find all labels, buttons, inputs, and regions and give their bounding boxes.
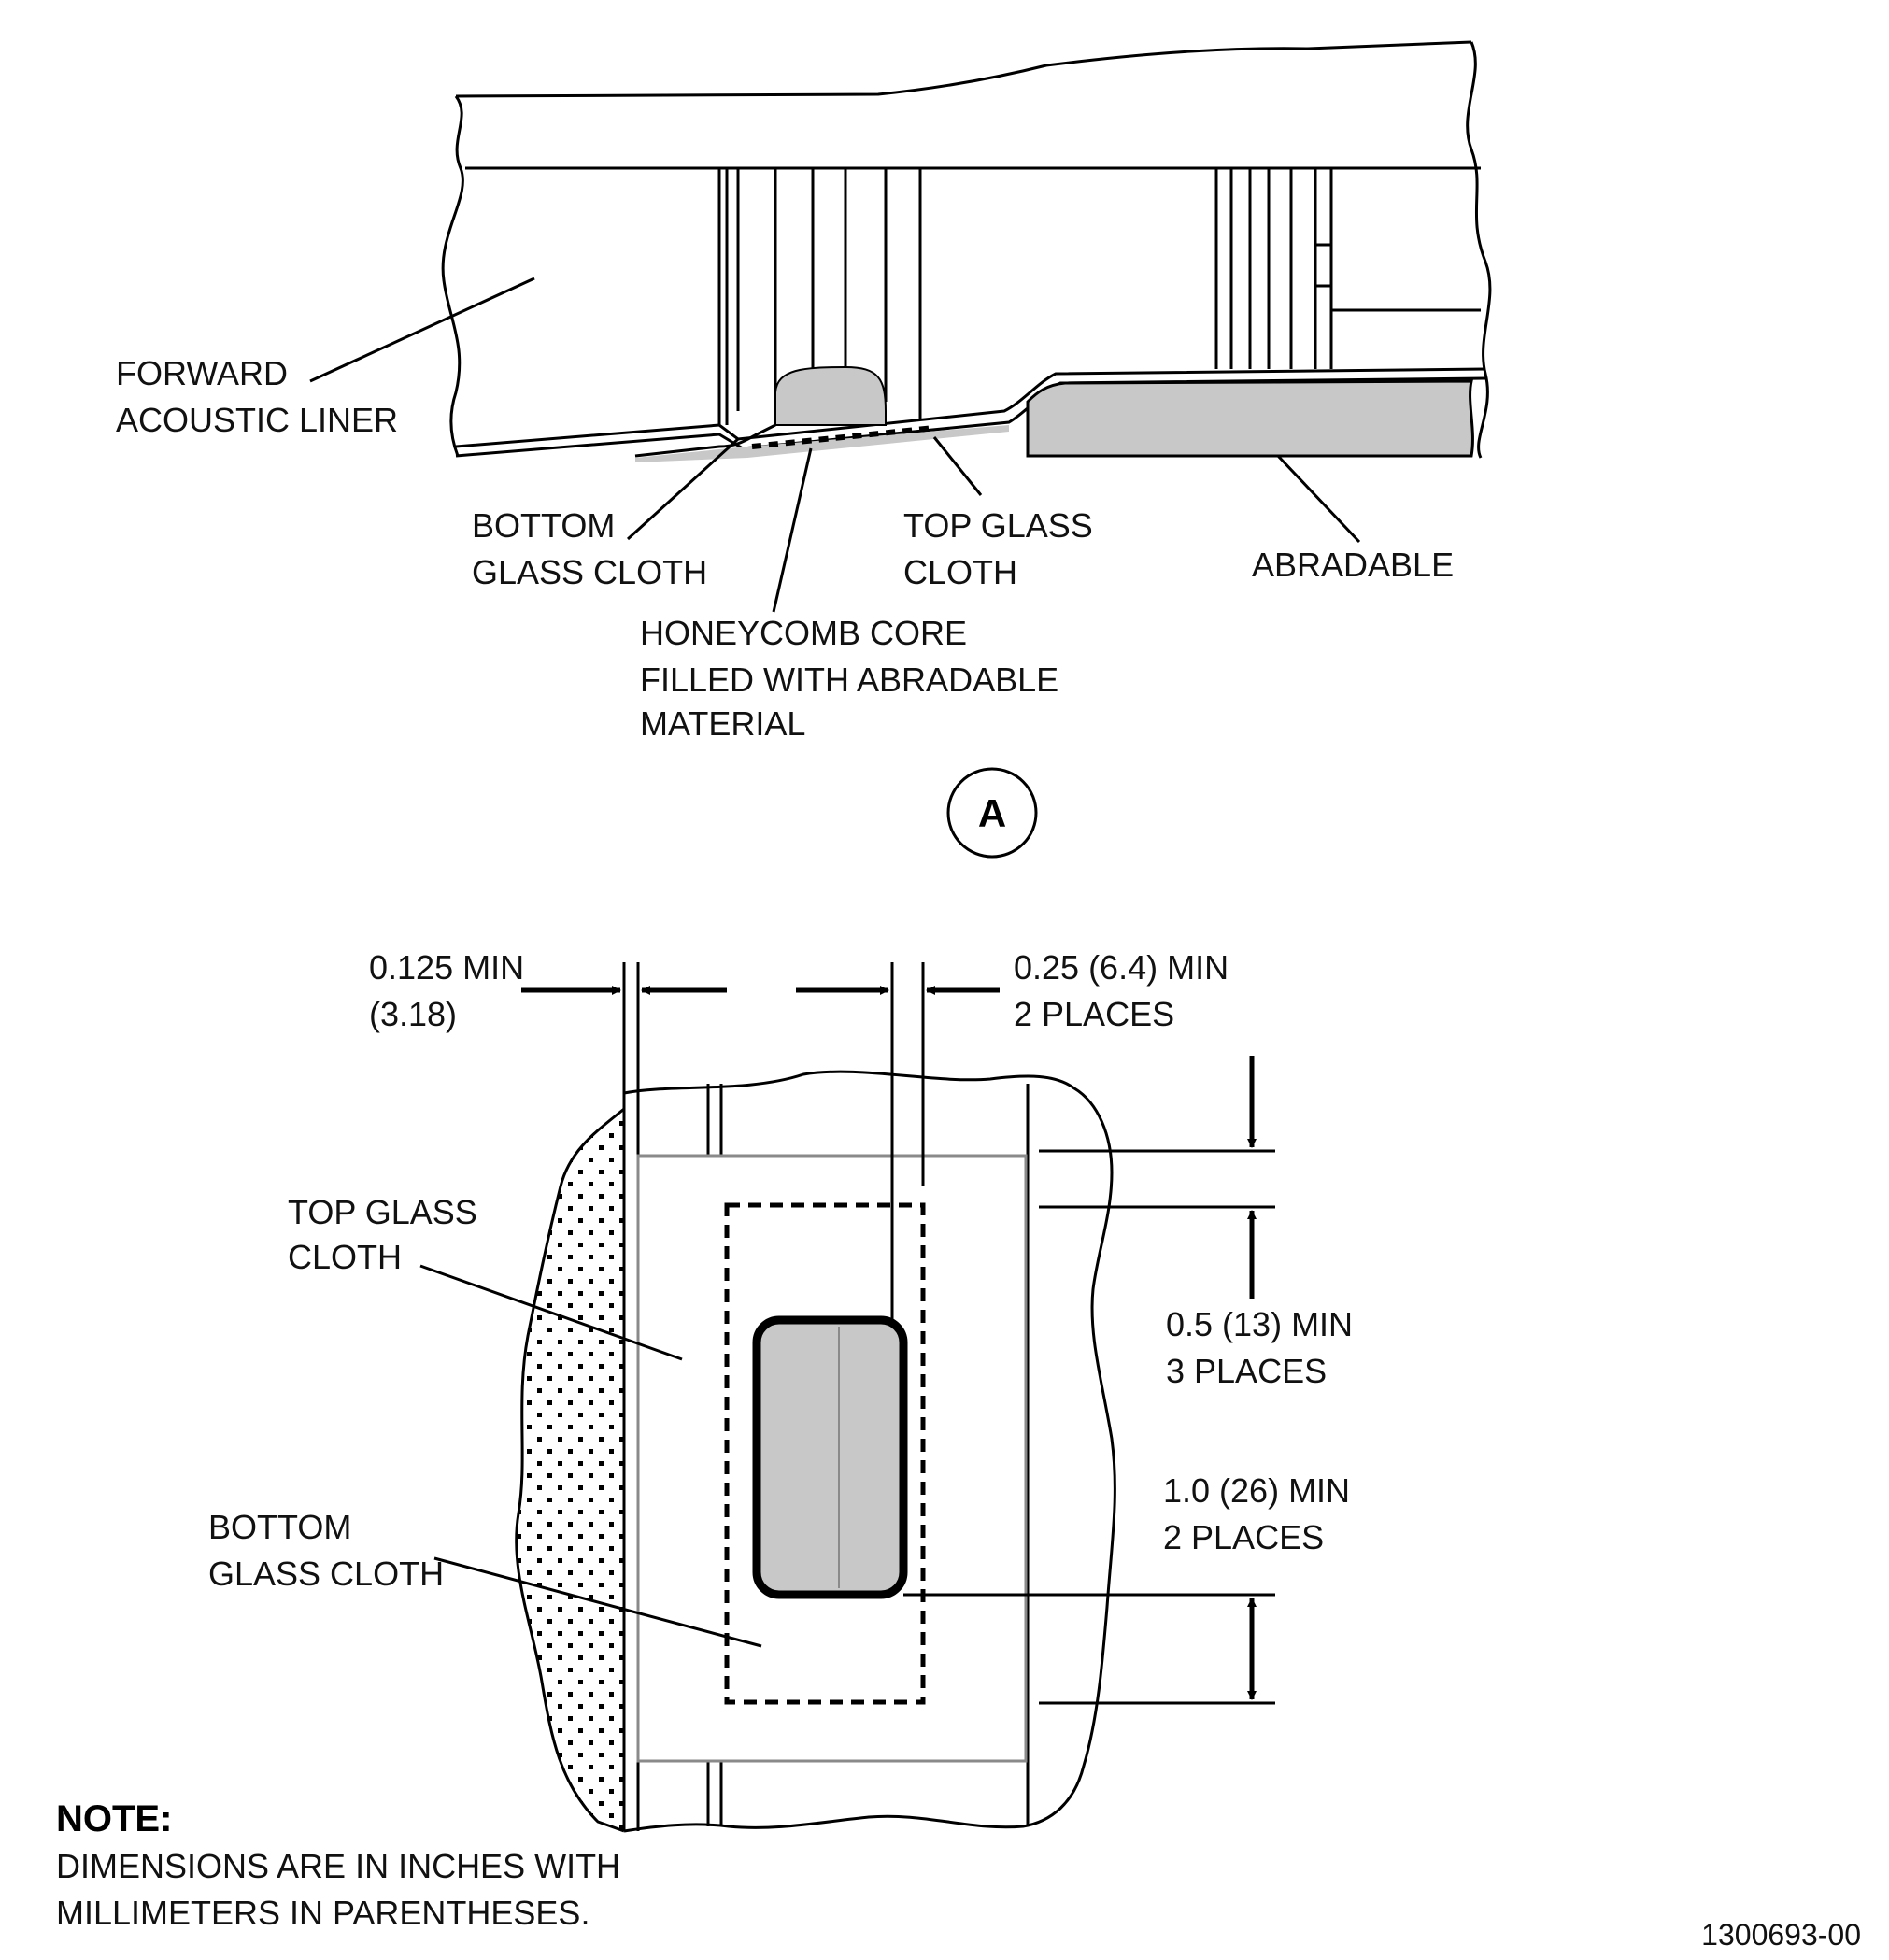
dim-edge-label: 0.125 MIN [369,948,524,987]
dim-side-label: 0.25 (6.4) MIN [1014,948,1229,987]
bottom-glass-cloth-outline [724,1202,926,1705]
liner-outer-skin [455,40,1472,98]
plan-break-outline [623,1070,1116,1833]
right-break-line [1466,41,1492,459]
honeycomb-core-label: HONEYCOMB CORE [640,614,967,652]
abradable-fill [1026,379,1474,458]
plan-view-dimensions [521,986,1257,1700]
view-a-letter: A [978,791,1006,835]
patch-ply-fill [635,425,1009,462]
note-line-2: MILLIMETERS IN PARENTHESES. [56,1894,589,1932]
dim-side-label-2: 2 PLACES [1014,995,1174,1033]
bottom-glass-cloth-ply [634,423,776,458]
bottom-glass-cloth-label-plan-2: GLASS CLOTH [208,1555,444,1593]
figure-id: 1300693-00 [1701,1918,1861,1952]
plan-view-drawing [515,962,1275,1833]
honeycomb-core-label-2: FILLED WITH ABRADABLE [640,660,1058,699]
view-a-circle [946,767,1038,859]
plan-view-labels: 0.125 MIN (3.18) 0.25 (6.4) MIN 2 PLACES… [208,948,1353,1593]
dim-one-label-2: 2 PLACES [1163,1518,1324,1556]
honeycomb-dashes [751,425,935,449]
dotted-edge-outline [515,1107,625,1833]
section-a-leaders [309,277,1361,613]
top-glass-cloth-label-a: TOP GLASS [903,506,1093,545]
top-glass-cloth-label-a-2: CLOTH [903,553,1017,591]
left-break-line [441,95,464,457]
abradable-label: ABRADABLE [1252,546,1454,584]
honeycomb-fill-plug [774,365,887,426]
top-glass-cloth-outline [636,1154,1028,1763]
note-block: NOTE: DIMENSIONS ARE IN INCHES WITH MILL… [56,1798,620,1932]
filled-core-cutout [752,1315,908,1599]
forward-acoustic-liner-label-2: ACOUSTIC LINER [116,401,398,439]
bottom-glass-cloth-label-plan: BOTTOM [208,1508,351,1546]
note-title: NOTE: [56,1798,172,1839]
dim-half-label-2: 3 PLACES [1166,1352,1327,1390]
dim-half-label: 0.5 (13) MIN [1166,1305,1353,1343]
top-glass-cloth-label-plan: TOP GLASS [288,1193,477,1231]
section-a-labels: FORWARD ACOUSTIC LINER BOTTOM GLASS CLOT… [116,354,1454,859]
bottom-glass-cloth-label-a: BOTTOM [472,506,615,545]
plan-view-leaders [419,1264,762,1648]
dim-one-label: 1.0 (26) MIN [1163,1471,1350,1510]
dim-edge-label-2: (3.18) [369,995,457,1033]
bottom-glass-cloth-label-a-2: GLASS CLOTH [472,553,707,591]
note-line-1: DIMENSIONS ARE IN INCHES WITH [56,1847,620,1885]
forward-acoustic-liner-label: FORWARD [116,354,288,392]
top-glass-cloth-label-plan-2: CLOTH [288,1238,402,1276]
honeycomb-core-label-3: MATERIAL [640,704,805,743]
section-a-fills [635,365,1474,462]
